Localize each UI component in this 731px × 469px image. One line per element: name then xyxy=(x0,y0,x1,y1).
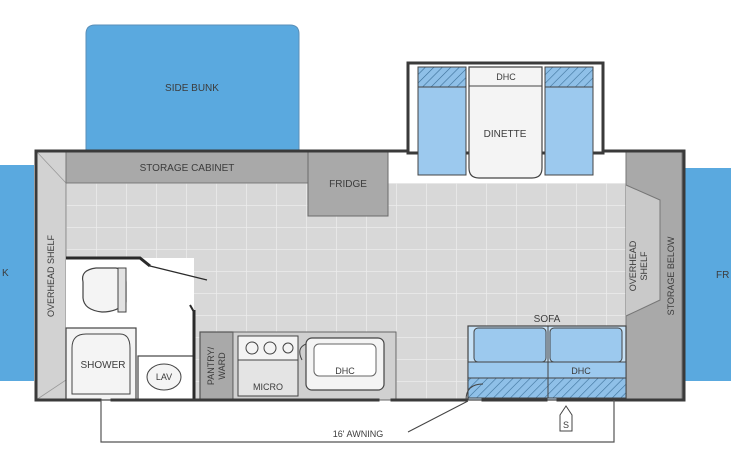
awning: 16' AWNING xyxy=(100,400,615,443)
side-bunk-label: SIDE BUNK xyxy=(165,83,219,94)
sofa-dhc-label: DHC xyxy=(571,366,591,376)
fridge: FRIDGE xyxy=(307,150,389,217)
shower-label: SHOWER xyxy=(81,360,126,371)
dinette-label: DINETTE xyxy=(484,129,527,140)
pantry-label-2: WARD xyxy=(217,352,227,380)
storage-cabinet: STORAGE CABINET xyxy=(65,150,309,184)
step-symbol: S xyxy=(559,405,573,432)
overhead-right-label-1: OVERHEAD xyxy=(628,240,638,291)
entry-door xyxy=(465,383,484,401)
right-bunk-label: FR xyxy=(716,270,729,281)
bath-walls xyxy=(66,256,208,400)
microwave xyxy=(237,359,299,397)
overhead-shelf-right: OVERHEAD SHELF STORAGE BELOW xyxy=(625,150,683,401)
shower xyxy=(65,327,137,401)
step-label: S xyxy=(563,420,569,430)
left-bunk: K xyxy=(0,165,34,381)
storage-below-label: STORAGE BELOW xyxy=(666,236,676,315)
pantry-label-1: PANTRY/ xyxy=(206,346,216,385)
stove xyxy=(237,335,299,361)
right-bunk: FR xyxy=(684,168,731,381)
micro-label: MICRO xyxy=(253,382,283,392)
bathroom: SHOWER LAV xyxy=(65,258,195,401)
lav-label: LAV xyxy=(156,372,172,382)
dinette-slide: DHC DINETTE xyxy=(406,61,605,179)
kitchen-counter: MICRO DHC xyxy=(232,331,397,401)
awning-leader xyxy=(407,400,469,433)
pantry-ward: PANTRY/ WARD xyxy=(199,331,234,401)
sink-dhc-label: DHC xyxy=(335,366,355,376)
dinette-table xyxy=(468,66,543,179)
side-bunk: SIDE BUNK xyxy=(85,24,300,151)
fridge-label: FRIDGE xyxy=(329,179,367,190)
sofa-label: SOFA xyxy=(534,314,561,325)
storage-cabinet-label: STORAGE CABINET xyxy=(140,163,235,174)
bath-door-swing xyxy=(149,265,208,281)
dinette-dhc-label: DHC xyxy=(496,72,516,82)
overhead-shelf-left: OVERHEAD SHELF xyxy=(35,150,67,401)
awning-label: 16' AWNING xyxy=(333,429,383,439)
sofa: SOFA DHC xyxy=(467,314,627,401)
overhead-shelf-left-label: OVERHEAD SHELF xyxy=(46,234,56,317)
left-bunk-label: K xyxy=(2,268,9,279)
overhead-right-label-2: SHELF xyxy=(639,251,649,281)
outer-walls xyxy=(34,149,686,402)
